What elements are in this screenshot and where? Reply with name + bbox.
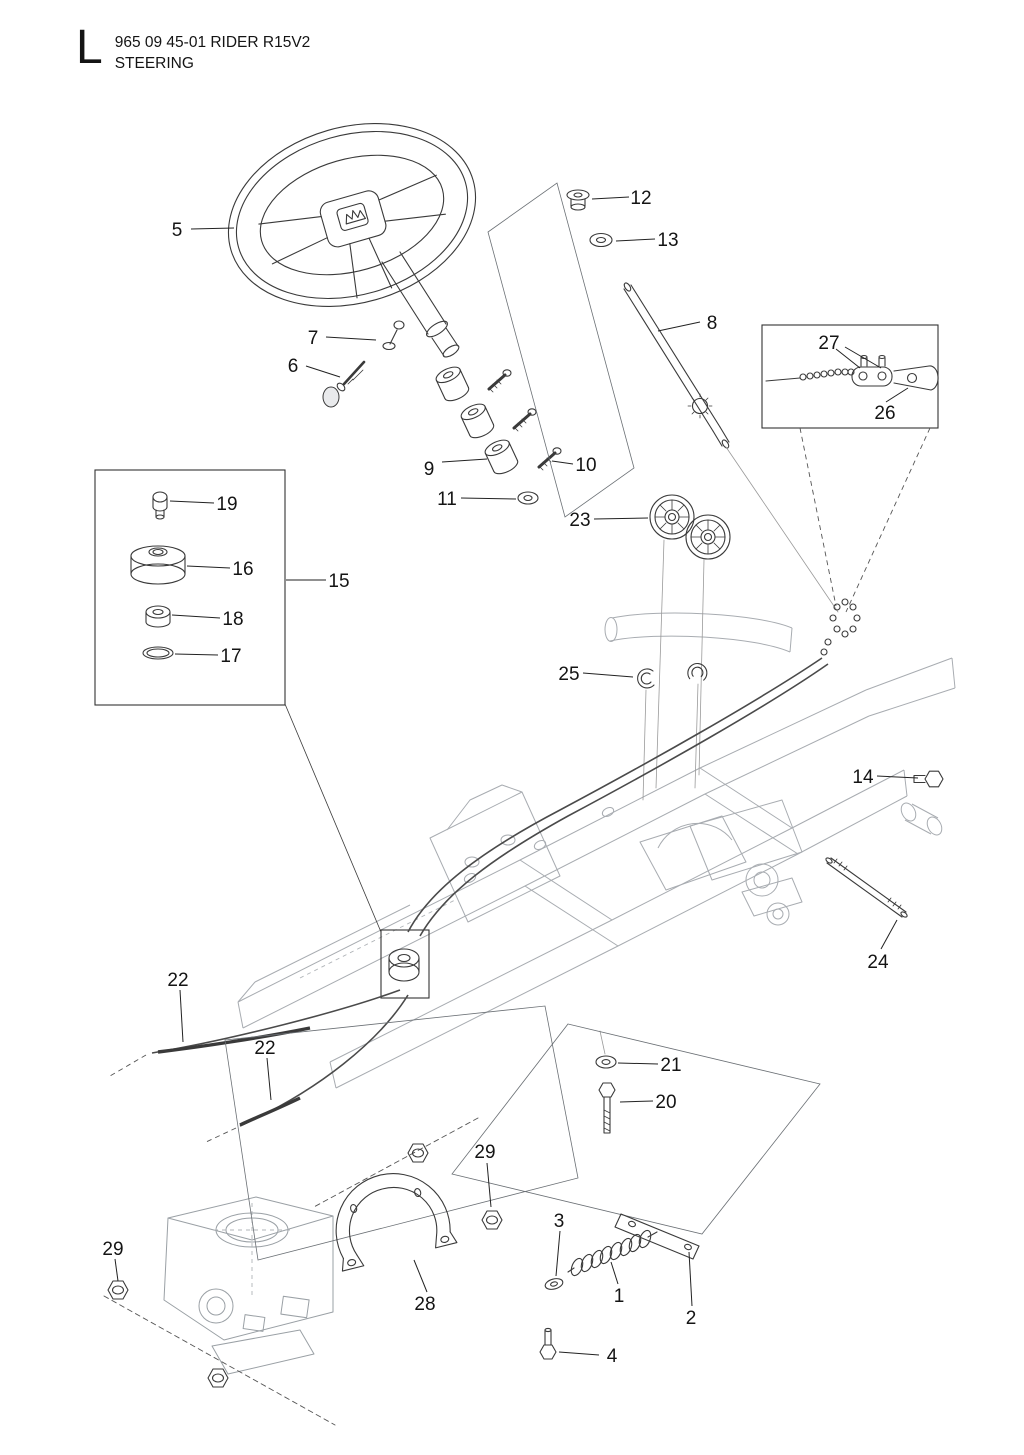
parts-9-bushings — [435, 366, 519, 475]
part-16-pulley — [130, 545, 186, 585]
callout-11: 11 — [437, 489, 457, 510]
part-28-clamp — [335, 1173, 458, 1272]
model-code: 965 09 45-01 RIDER R15V2 — [114, 34, 311, 51]
callout-22-lower: 22 — [254, 1038, 275, 1059]
callout-29-right: 29 — [474, 1142, 495, 1163]
part-1-spring — [567, 1229, 658, 1277]
parts-29-nuts — [103, 1117, 503, 1426]
callout-7: 7 — [308, 328, 319, 349]
crown-logo-icon — [345, 210, 367, 225]
part-6-screw — [336, 360, 366, 392]
part-24-rod — [825, 857, 908, 918]
callout-19: 19 — [216, 494, 237, 515]
callout-15: 15 — [328, 571, 349, 592]
callout-17: 17 — [220, 646, 241, 667]
panel-outlines — [224, 1005, 821, 1261]
chain-loop — [820, 598, 861, 656]
callout-16: 16 — [232, 559, 253, 580]
callout-22-upper: 22 — [167, 970, 188, 991]
callout-14: 14 — [852, 767, 874, 788]
part-7-bolt — [382, 320, 405, 351]
drawing-title: STEERING — [114, 55, 194, 72]
callout-13: 13 — [657, 230, 678, 251]
callout-27: 27 — [818, 333, 839, 354]
section-letter: L — [76, 21, 103, 74]
callout-28: 28 — [414, 1294, 435, 1315]
callout-25: 25 — [558, 664, 579, 685]
callout-8: 8 — [707, 313, 718, 334]
leader-lines — [114, 196, 919, 1356]
part-3-washer — [544, 1278, 564, 1290]
steering-shaft — [381, 251, 460, 358]
callout-26: 26 — [874, 403, 895, 424]
cable-22-upper — [151, 989, 401, 1054]
part-8-rod — [623, 282, 839, 613]
part-21-washer — [595, 1030, 617, 1069]
callout-3: 3 — [554, 1211, 565, 1232]
inset-box-15 — [94, 469, 382, 933]
pulley-detail-box — [380, 929, 430, 999]
part-4-bolt — [539, 1327, 557, 1360]
callout-10: 10 — [575, 455, 596, 476]
part-2-plate — [614, 1213, 700, 1260]
callout-5: 5 — [172, 220, 183, 241]
part-13-washer — [589, 232, 613, 248]
steering-cables — [109, 598, 861, 1143]
callout-20: 20 — [655, 1092, 676, 1113]
parts-10-screws — [487, 369, 562, 471]
part-12-bushing — [566, 189, 590, 211]
part-20-bolt — [598, 1082, 616, 1134]
callout-2: 2 — [686, 1308, 697, 1329]
callout-6: 6 — [288, 356, 299, 377]
part-19-screw — [152, 491, 168, 520]
parts-25-clips — [637, 663, 708, 801]
callout-29-left: 29 — [102, 1239, 123, 1260]
callout-labels: 5 12 13 8 7 6 27 26 9 10 11 19 23 16 15 … — [102, 188, 895, 1367]
part-14-bolt — [913, 770, 944, 788]
callout-12: 12 — [630, 188, 651, 209]
callout-1: 1 — [614, 1286, 625, 1307]
part-11-washer — [517, 491, 539, 505]
callout-4: 4 — [607, 1346, 618, 1367]
callout-18: 18 — [222, 609, 243, 630]
gearbox — [163, 1196, 334, 1375]
callout-9: 9 — [424, 459, 435, 480]
chassis-frame — [237, 612, 956, 1089]
drawing-header: L 965 09 45-01 RIDER R15V2 STEERING — [76, 21, 311, 74]
shaft-cap — [322, 386, 340, 408]
upper-panel-outline — [487, 182, 635, 518]
steering-wheel-part-5 — [227, 123, 477, 307]
part-18-bushing — [145, 605, 171, 628]
callout-24: 24 — [867, 952, 889, 973]
callout-23: 23 — [569, 510, 590, 531]
inset-box-26-27 — [761, 324, 939, 613]
part-17-ring — [142, 646, 174, 660]
parts-23-pulleys — [649, 494, 731, 789]
callout-21: 21 — [660, 1055, 681, 1076]
